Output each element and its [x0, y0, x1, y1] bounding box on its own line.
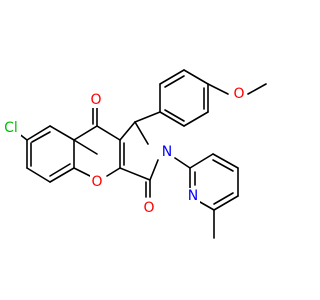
bond — [212, 153, 239, 169]
bond — [134, 121, 149, 145]
bond — [96, 125, 121, 141]
bond — [183, 69, 209, 85]
bond — [73, 125, 98, 141]
bond — [26, 167, 51, 183]
bond-layer — [17, 69, 267, 239]
lactam-oxygen-label: O — [143, 200, 154, 216]
pyridine-nitrogen-label: N — [188, 188, 198, 204]
bond — [174, 157, 191, 169]
bond — [73, 167, 91, 177]
bond — [134, 111, 161, 123]
molecule-structure: Cl O O O O N N — [1, 69, 267, 239]
bond — [119, 167, 151, 181]
bond — [31, 131, 51, 143]
atom-layer: Cl O O O O N N — [1, 86, 246, 216]
bond — [49, 125, 75, 141]
ring-oxygen-label: O — [91, 174, 102, 190]
lactam-nitrogen-atom: N — [160, 144, 174, 160]
bond — [213, 195, 239, 211]
bond — [73, 139, 98, 155]
bond — [164, 75, 185, 88]
lactam-oxygen-atom: O — [142, 200, 156, 216]
pyridine-nitrogen-atom: N — [186, 188, 200, 204]
bond — [159, 69, 185, 85]
bond — [199, 201, 215, 211]
bond — [49, 163, 71, 177]
ketone-oxygen-label: O — [90, 92, 101, 108]
methoxy-oxygen-atom: O — [232, 86, 246, 102]
bond — [26, 125, 51, 141]
bond — [164, 109, 185, 122]
bond — [189, 153, 214, 169]
methoxy-oxygen-label: O — [233, 86, 244, 102]
bond — [247, 83, 267, 95]
ring-oxygen-atom: O — [90, 174, 104, 190]
lactam-nitrogen-label: N — [162, 144, 172, 160]
bond — [106, 167, 121, 177]
bond — [149, 159, 159, 181]
bond — [213, 192, 234, 205]
chlorine-atom: Cl — [1, 120, 21, 136]
bond — [49, 167, 75, 183]
bond — [212, 159, 234, 172]
bond — [159, 111, 185, 127]
bond — [207, 83, 229, 95]
bond — [119, 121, 136, 141]
ketone-oxygen-atom: O — [89, 92, 103, 108]
chlorine-label: Cl — [4, 120, 18, 136]
bond — [183, 111, 209, 127]
